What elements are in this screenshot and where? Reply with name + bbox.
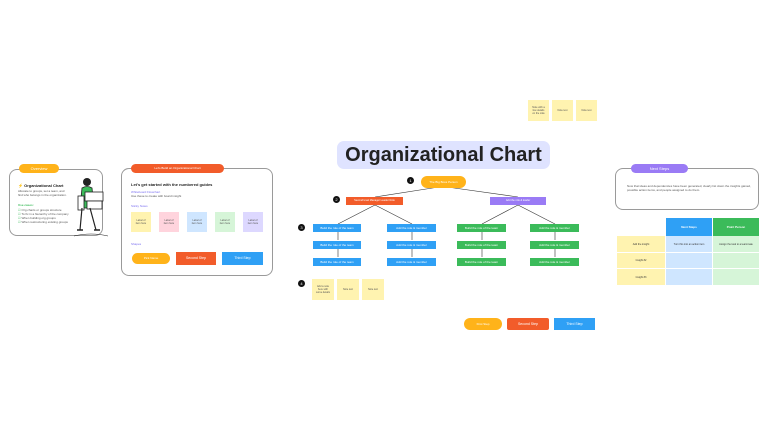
shape-oval-orange[interactable]: Pick Name [132, 253, 170, 264]
first-step-button[interactable]: First Step [464, 318, 502, 330]
guide-tag: Let's Build an Organizational Chart [131, 164, 224, 173]
overview-title: ⚡ Organizational Chart [18, 183, 64, 188]
table-row-2-label: Insight #2 [617, 253, 665, 268]
table-row-3-label: Insight #3 [617, 269, 665, 285]
org-node-c3-r2[interactable]: Build the role of the team [457, 241, 506, 249]
next-steps-tag: Next Steps [631, 164, 688, 173]
sticky-notes-label: Sticky Notes [131, 204, 148, 208]
table-row-1-label: Add the insight [617, 236, 665, 252]
third-step-button[interactable]: Third Step [554, 318, 595, 330]
check-icon: ☑ [18, 212, 22, 216]
guide-heading: Let's get started with the numbered guid… [131, 182, 213, 187]
org-node-c3-r3[interactable]: Build the role of the team [457, 258, 506, 266]
sticky-note-top-3[interactable]: Note text [576, 100, 597, 121]
step-number-2: 2 [333, 196, 340, 203]
org-node-c4-r2[interactable]: Add the role & member [530, 241, 579, 249]
table-header-corner [617, 218, 665, 236]
org-connectors [337, 186, 556, 257]
overview-list: ☑ Org charts or groups structure ☑ To fi… [18, 208, 70, 224]
sticky-note-top-1[interactable]: Note with a few details on the side [528, 100, 549, 121]
table-row-1-next[interactable]: Turn this into an action item [666, 236, 712, 252]
org-node-c1-r2[interactable]: Build the role of the team [313, 241, 361, 249]
org-node-c2-r2[interactable]: Add the role & member [387, 241, 436, 249]
step-number-3: 3 [298, 224, 305, 231]
list-item: ☑ Org charts or groups structure [18, 208, 62, 212]
check-icon: ☑ [18, 220, 22, 224]
list-item: ☑ When restructuring existing groups [18, 220, 68, 224]
org-node-c2-r3[interactable]: Add the role & member [387, 258, 436, 266]
sticky-note-bottom-1[interactable]: Add a note here with some details [312, 279, 334, 300]
table-row-2-next[interactable] [666, 253, 712, 268]
shape-rect-red[interactable]: Second Step [176, 252, 216, 265]
guide-sub-link[interactable]: Whiteboard Flowchart [131, 190, 161, 194]
table-row-3-next[interactable] [666, 269, 712, 285]
next-steps-text: Now that ideas and dependencies have bee… [627, 184, 751, 192]
page-title: Organizational Chart [337, 141, 550, 169]
sticky-note-pink[interactable]: Label of item here [159, 212, 179, 232]
shapes-label: Shapes [131, 242, 142, 246]
list-item: ☑ To fix in a hierarchy of the company [18, 212, 69, 216]
org-node-c1-r1[interactable]: Build the role of the team [313, 224, 361, 232]
org-top-node[interactable]: The Big Boss Person [421, 176, 466, 188]
step-number-1: 1 [407, 177, 414, 184]
sticky-note-purple[interactable]: Label of item here [243, 212, 263, 232]
overview-description: Allocate to groups, set a team, and find… [18, 189, 67, 197]
check-icon: ☑ [18, 208, 22, 212]
list-item: ☑ When building org groups [18, 216, 56, 220]
org-node-c2-r1[interactable]: Add the role & member [387, 224, 436, 232]
org-manager-2[interactable]: Add the role & leader [490, 197, 546, 205]
sticky-note-top-2[interactable]: Note text [552, 100, 573, 121]
overview-tag: Overview [19, 164, 59, 173]
sticky-note-yellow[interactable]: Label of item here [131, 212, 151, 232]
sticky-note-bottom-3[interactable]: Note text [362, 279, 384, 300]
sticky-note-bottom-2[interactable]: Note text [337, 279, 359, 300]
table-row-1-person[interactable]: Assign the task to a teammate [713, 236, 759, 252]
sticky-note-green[interactable]: Label of item here [215, 212, 235, 232]
step-number-4: 4 [298, 280, 305, 287]
org-node-c4-r3[interactable]: Add the role & member [530, 258, 579, 266]
sticky-note-blue[interactable]: Label of item here [187, 212, 207, 232]
org-node-c3-r1[interactable]: Build the role of the team [457, 224, 506, 232]
next-steps-table: Next Steps Point Person Add the insight … [617, 218, 759, 285]
second-step-button[interactable]: Second Step [507, 318, 549, 330]
guide-sub-text: Use these to create with board insight [131, 194, 182, 198]
check-icon: ☑ [18, 216, 22, 220]
org-node-c1-r3[interactable]: Build the role of the team [313, 258, 361, 266]
org-manager-1[interactable]: Second level Manager Leader Role [346, 197, 403, 205]
next-steps-card [615, 168, 759, 210]
table-row-3-person[interactable] [713, 269, 759, 285]
overview-list-title: Use cases: [18, 203, 34, 207]
org-node-c4-r1[interactable]: Add the role & member [530, 224, 579, 232]
table-header-next-steps: Next Steps [666, 218, 712, 236]
shape-rect-blue[interactable]: Third Step [222, 252, 263, 265]
table-row-2-person[interactable] [713, 253, 759, 268]
table-header-point-person: Point Person [713, 218, 759, 236]
person-carrying-boxes-illustration [73, 178, 109, 237]
